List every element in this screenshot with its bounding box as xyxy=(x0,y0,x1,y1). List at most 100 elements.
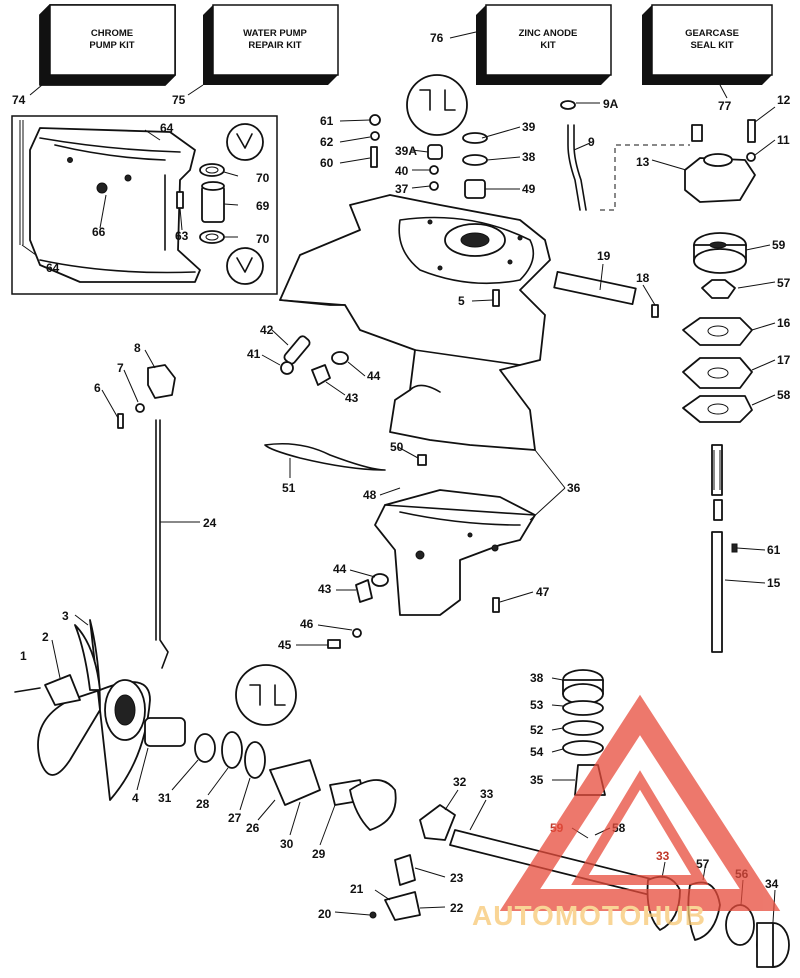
callout-69: 63 xyxy=(175,229,189,243)
kit-water-line2: REPAIR KIT xyxy=(248,40,301,51)
callout-64-inset: 64 xyxy=(46,261,60,275)
gearcase xyxy=(374,489,536,616)
callout-41: 40 xyxy=(395,164,409,178)
callout-9a: 9A xyxy=(603,97,619,111)
callout-66: 62 xyxy=(320,135,334,149)
driveshaft-housing xyxy=(279,194,551,451)
callout-35: 35 xyxy=(530,773,544,787)
callout-57: 57 xyxy=(696,857,710,871)
callout-73b: 70 xyxy=(256,232,270,246)
callout-25: 26 xyxy=(246,821,260,835)
callout-11: 11 xyxy=(777,133,790,147)
callout-27: 28 xyxy=(196,797,210,811)
callout-2: 2 xyxy=(42,630,49,644)
watermark-text: AUTOMOTOHUB xyxy=(472,900,706,931)
kit-zinc-line1: ZINC ANODE xyxy=(519,28,578,39)
callout-72: 69 xyxy=(256,199,270,213)
kit-gearcase-line2: SEAL KIT xyxy=(690,40,733,51)
callout-4: 4 xyxy=(132,791,139,805)
kit-water-line1: WATER PUMP xyxy=(243,28,307,39)
callout-71: 66 xyxy=(92,225,106,239)
callout-7: 7 xyxy=(117,361,124,375)
kit-chrome-line2: PUMP KIT xyxy=(89,40,134,51)
kit-chrome-line1: CHROME xyxy=(91,28,133,39)
callout-50: 49 xyxy=(522,182,536,196)
callout-19: 19 xyxy=(597,249,611,263)
callout-37: 37 xyxy=(395,182,409,196)
callout-21: 20 xyxy=(318,907,332,921)
callout-44b: 43 xyxy=(318,582,332,596)
callout-47: 46 xyxy=(300,617,314,631)
propeller-assembly xyxy=(14,619,790,968)
callout-48: 47 xyxy=(536,585,550,599)
callout-62: 59 xyxy=(772,238,786,252)
kit-gearcase-line1: GEARCASE xyxy=(685,28,739,39)
kit-box-zinc-anode: ZINC ANODE KIT xyxy=(476,4,612,85)
callout-33: 33 xyxy=(656,849,670,863)
callout-17: 17 xyxy=(777,353,791,367)
callout-13: 13 xyxy=(636,155,650,169)
callout-5: 5 xyxy=(458,294,465,308)
callout-76: 76 xyxy=(430,31,444,45)
callout-51: 50 xyxy=(390,440,404,454)
callout-26: 27 xyxy=(228,811,242,825)
callout-74: 74 xyxy=(12,93,26,107)
callout-42: 41 xyxy=(247,347,261,361)
callout-30: 31 xyxy=(158,791,172,805)
kit-box-chrome-pump: CHROME PUMP KIT xyxy=(39,4,176,86)
callout-40: 39A xyxy=(395,144,417,158)
leader-lines xyxy=(21,31,776,923)
watermark-logo: AUTOMOTOHUB xyxy=(472,694,781,931)
callout-8: 8 xyxy=(134,341,141,355)
callout-43: 42 xyxy=(260,323,274,337)
callout-28: 29 xyxy=(312,847,326,861)
kit-box-water-pump: WATER PUMP REPAIR KIT xyxy=(203,4,339,85)
callout-44: 43 xyxy=(345,391,359,405)
callout-75: 75 xyxy=(172,93,186,107)
callout-24: 24 xyxy=(203,516,217,530)
callout-16: 16 xyxy=(777,316,791,330)
callout-64: 60 xyxy=(320,156,334,170)
callout-46: 45 xyxy=(278,638,292,652)
callout-15: 15 xyxy=(767,576,781,590)
mid-parts xyxy=(117,270,659,669)
callout-32: 33 xyxy=(480,787,494,801)
callout-6: 6 xyxy=(94,381,101,395)
callout-29: 30 xyxy=(280,837,294,851)
callout-31: 32 xyxy=(453,775,467,789)
callout-73a: 70 xyxy=(256,171,270,185)
callout-22: 22 xyxy=(450,901,464,915)
water-pump-stack xyxy=(682,153,756,653)
callout-54: 53 xyxy=(530,698,544,712)
callout-12: 12 xyxy=(777,93,791,107)
callout-63: 58 xyxy=(777,388,791,402)
callout-3: 3 xyxy=(62,609,69,623)
callout-39a: 39 xyxy=(522,120,536,134)
callout-34: 34 xyxy=(765,877,779,891)
callout-36: 36 xyxy=(567,481,581,495)
callout-55: 54 xyxy=(530,745,544,759)
callout-52: 51 xyxy=(282,481,296,495)
kit-box-gearcase-seal: GEARCASE SEAL KIT xyxy=(642,4,773,85)
callout-70: 64 xyxy=(160,121,174,135)
callout-20: 21 xyxy=(350,882,364,896)
callout-61: 61 xyxy=(767,543,781,557)
callout-49: 48 xyxy=(363,488,377,502)
callout-45b: 44 xyxy=(333,562,347,576)
callout-77: 77 xyxy=(718,99,732,113)
callout-23: 23 xyxy=(450,871,464,885)
callout-labels: 74 75 76 77 64 66 70 69 70 63 64 61 62 6… xyxy=(12,31,791,921)
callout-39: 38 xyxy=(522,150,536,164)
callout-38: 38 xyxy=(530,671,544,685)
upper-small-parts xyxy=(369,74,756,211)
inset-chrome-housing xyxy=(11,115,278,295)
callout-9: 9 xyxy=(588,135,595,149)
callout-60: 57 xyxy=(777,276,791,290)
kit-zinc-line2: KIT xyxy=(540,40,556,51)
callout-1: 1 xyxy=(20,649,27,663)
callout-65: 61 xyxy=(320,114,334,128)
callout-53: 52 xyxy=(530,723,544,737)
callout-45: 44 xyxy=(367,369,381,383)
callout-18: 18 xyxy=(636,271,650,285)
